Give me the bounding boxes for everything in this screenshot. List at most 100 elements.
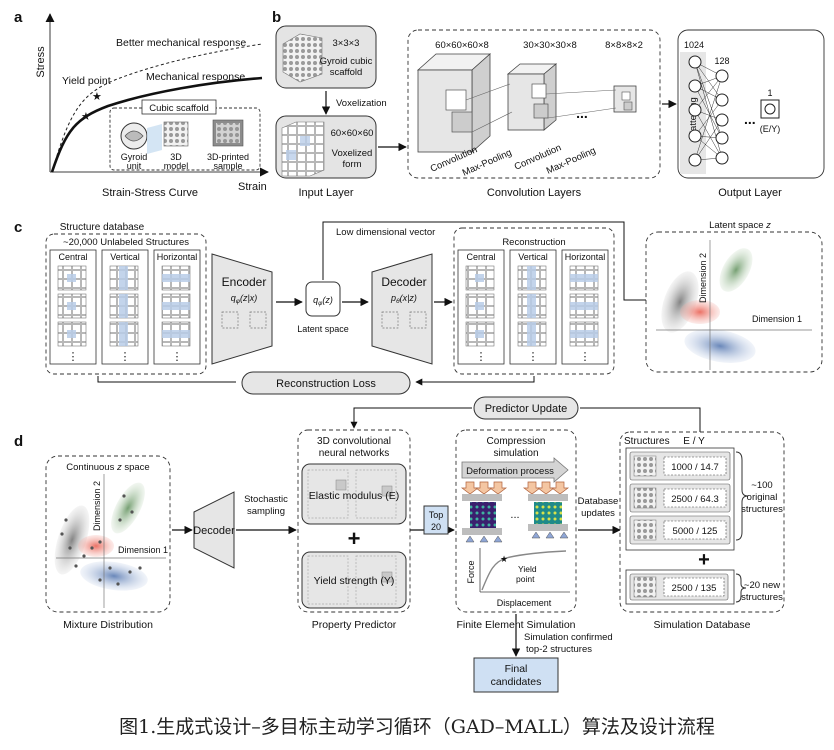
db-title: Structure database	[60, 222, 145, 233]
stochastic-label-2: sampling	[247, 506, 285, 517]
d-cluster-blue	[80, 561, 148, 591]
conv-block-1	[417, 69, 473, 153]
new-row-value: 2500 / 135	[672, 583, 717, 594]
printed-label-2: sample	[213, 161, 242, 171]
db-column-label: Central	[58, 252, 87, 262]
cluster-green	[719, 248, 753, 292]
top-label: Top	[429, 510, 444, 520]
latent-formula: qφ(z)	[313, 295, 333, 307]
c-dim1-label: Dimension 1	[752, 314, 802, 324]
sim-db-row-icon	[633, 519, 657, 541]
stochastic-label-1: Stochastic	[244, 494, 288, 505]
conv-dim-1: 60×60×60×8	[435, 40, 489, 51]
output-ellipsis: ...	[744, 111, 756, 127]
predictor-update-pill	[473, 396, 579, 420]
db-updates-1: Database	[578, 496, 619, 507]
predictor-update-line-left	[350, 407, 472, 429]
output-layer-box	[677, 29, 825, 179]
unit-dims: 3×3×3	[333, 38, 360, 49]
unlabeled-label: ~20,000 Unlabeled Structures	[63, 237, 189, 248]
cubic-scaffold-tag	[141, 99, 217, 115]
yield-box	[301, 551, 407, 609]
flattening-label: Flattening	[688, 97, 699, 139]
sim-db-row-icon	[633, 487, 657, 509]
mechanical-response-label: Mechanical response	[146, 71, 245, 83]
panel-c-label: c	[14, 219, 22, 236]
cnn-title-2: neural networks	[319, 448, 390, 459]
final-1: Final	[505, 663, 528, 675]
sample-dot	[82, 554, 86, 558]
panel-a: a Stress Strain Better mechanical respon…	[14, 9, 269, 199]
sample-dot	[98, 578, 102, 582]
recon-loss-pill	[241, 371, 411, 395]
recon-vdots: ⋮	[580, 351, 591, 363]
layer-1024-nodes	[688, 55, 702, 167]
d-decoder-shape	[193, 491, 235, 569]
original-2: original	[747, 492, 778, 503]
better-response-curve	[51, 43, 263, 173]
figure-caption: 图1.生成式设计–多目标主动学习循环（GAD–MALL）算法及设计流程	[119, 716, 715, 738]
gyroid-scaffold-icon	[282, 33, 323, 83]
ey-label: (E/Y)	[760, 124, 781, 134]
property-predictor-label: Property Predictor	[312, 619, 397, 631]
original-3: structures	[741, 504, 783, 515]
n1024-label: 1024	[684, 40, 704, 50]
voxelization-label: Voxelization	[336, 98, 387, 109]
dense-layers	[694, 61, 723, 161]
model-3d-label-1: 3D	[170, 152, 182, 162]
voxel-dims: 60×60×60	[331, 128, 374, 139]
recon-column-label: Central	[466, 252, 495, 262]
encoder-label: Encoder	[222, 275, 267, 289]
yield-star-black: ★	[81, 111, 91, 123]
mixture-label: Mixture Distribution	[63, 619, 153, 631]
better-response-label: Better mechanical response	[116, 37, 246, 49]
conv-dim-2: 30×30×30×8	[523, 40, 577, 51]
new-struct-1: ~20 new	[744, 580, 780, 591]
db-column-label: Horizontal	[157, 252, 198, 262]
continuous-space-label: Continuous z space	[66, 462, 149, 473]
sample-dot	[98, 540, 102, 544]
predictor-update-line-right	[580, 407, 701, 432]
encoder-formula: qφ(z|x)	[231, 293, 258, 305]
db-plus: +	[698, 549, 710, 571]
panel-b-label: b	[272, 9, 281, 26]
recon-vdots: ⋮	[528, 351, 539, 363]
sample-dot	[122, 494, 126, 498]
brace-original	[735, 451, 749, 541]
gyroid-unit-label-2: unit	[127, 161, 142, 171]
sample-dot	[116, 582, 120, 586]
mechanical-response-curve	[50, 76, 263, 173]
reconstruction-label: Reconstruction	[502, 237, 565, 248]
fea-yield-star: ★	[500, 554, 508, 564]
cubic-scaffold-label: Cubic scaffold	[149, 103, 209, 114]
db-column-label: Vertical	[110, 252, 140, 262]
sample-dot	[108, 566, 112, 570]
recon-loss-label: Reconstruction Loss	[276, 378, 376, 390]
panel-a-title: Strain-Stress Curve	[102, 187, 198, 199]
panel-a-label: a	[14, 9, 23, 26]
printed-label-1: 3D-printed	[207, 152, 249, 162]
ey-header: E / Y	[683, 436, 705, 447]
panel-c: c Structure database ~20,000 Unlabeled S…	[14, 219, 823, 395]
predictor-update-label: Predictor Update	[485, 403, 568, 415]
compression-arrows	[460, 481, 570, 495]
n1-label: 1	[767, 88, 772, 98]
encoder-shape	[211, 253, 273, 365]
decoder-label: Decoder	[381, 275, 426, 289]
c-dim2-label: Dimension 2	[698, 253, 708, 303]
sim-dots: ...	[510, 509, 519, 521]
unit-name-2: scaffold	[330, 67, 363, 78]
lattice-after	[534, 502, 562, 524]
stress-axis-label: Stress	[35, 46, 47, 78]
db-vdots: ⋮	[120, 351, 131, 363]
voxel-name-1: Voxelized	[332, 148, 373, 159]
sample-dot	[64, 518, 68, 522]
n128-label: 128	[714, 56, 729, 66]
cluster-blue	[684, 329, 756, 363]
conv-layers-label: Convolution Layers	[487, 187, 582, 199]
elastic-label: Elastic modulus (E)	[309, 490, 399, 502]
yield-label: Yield strength (Y)	[314, 575, 395, 587]
latent-space-title: Latent space z	[709, 220, 771, 231]
panel-b: b 3×3×3 Gyroid cubic scaffold Voxelizati…	[272, 9, 825, 199]
sample-dot	[138, 566, 142, 570]
